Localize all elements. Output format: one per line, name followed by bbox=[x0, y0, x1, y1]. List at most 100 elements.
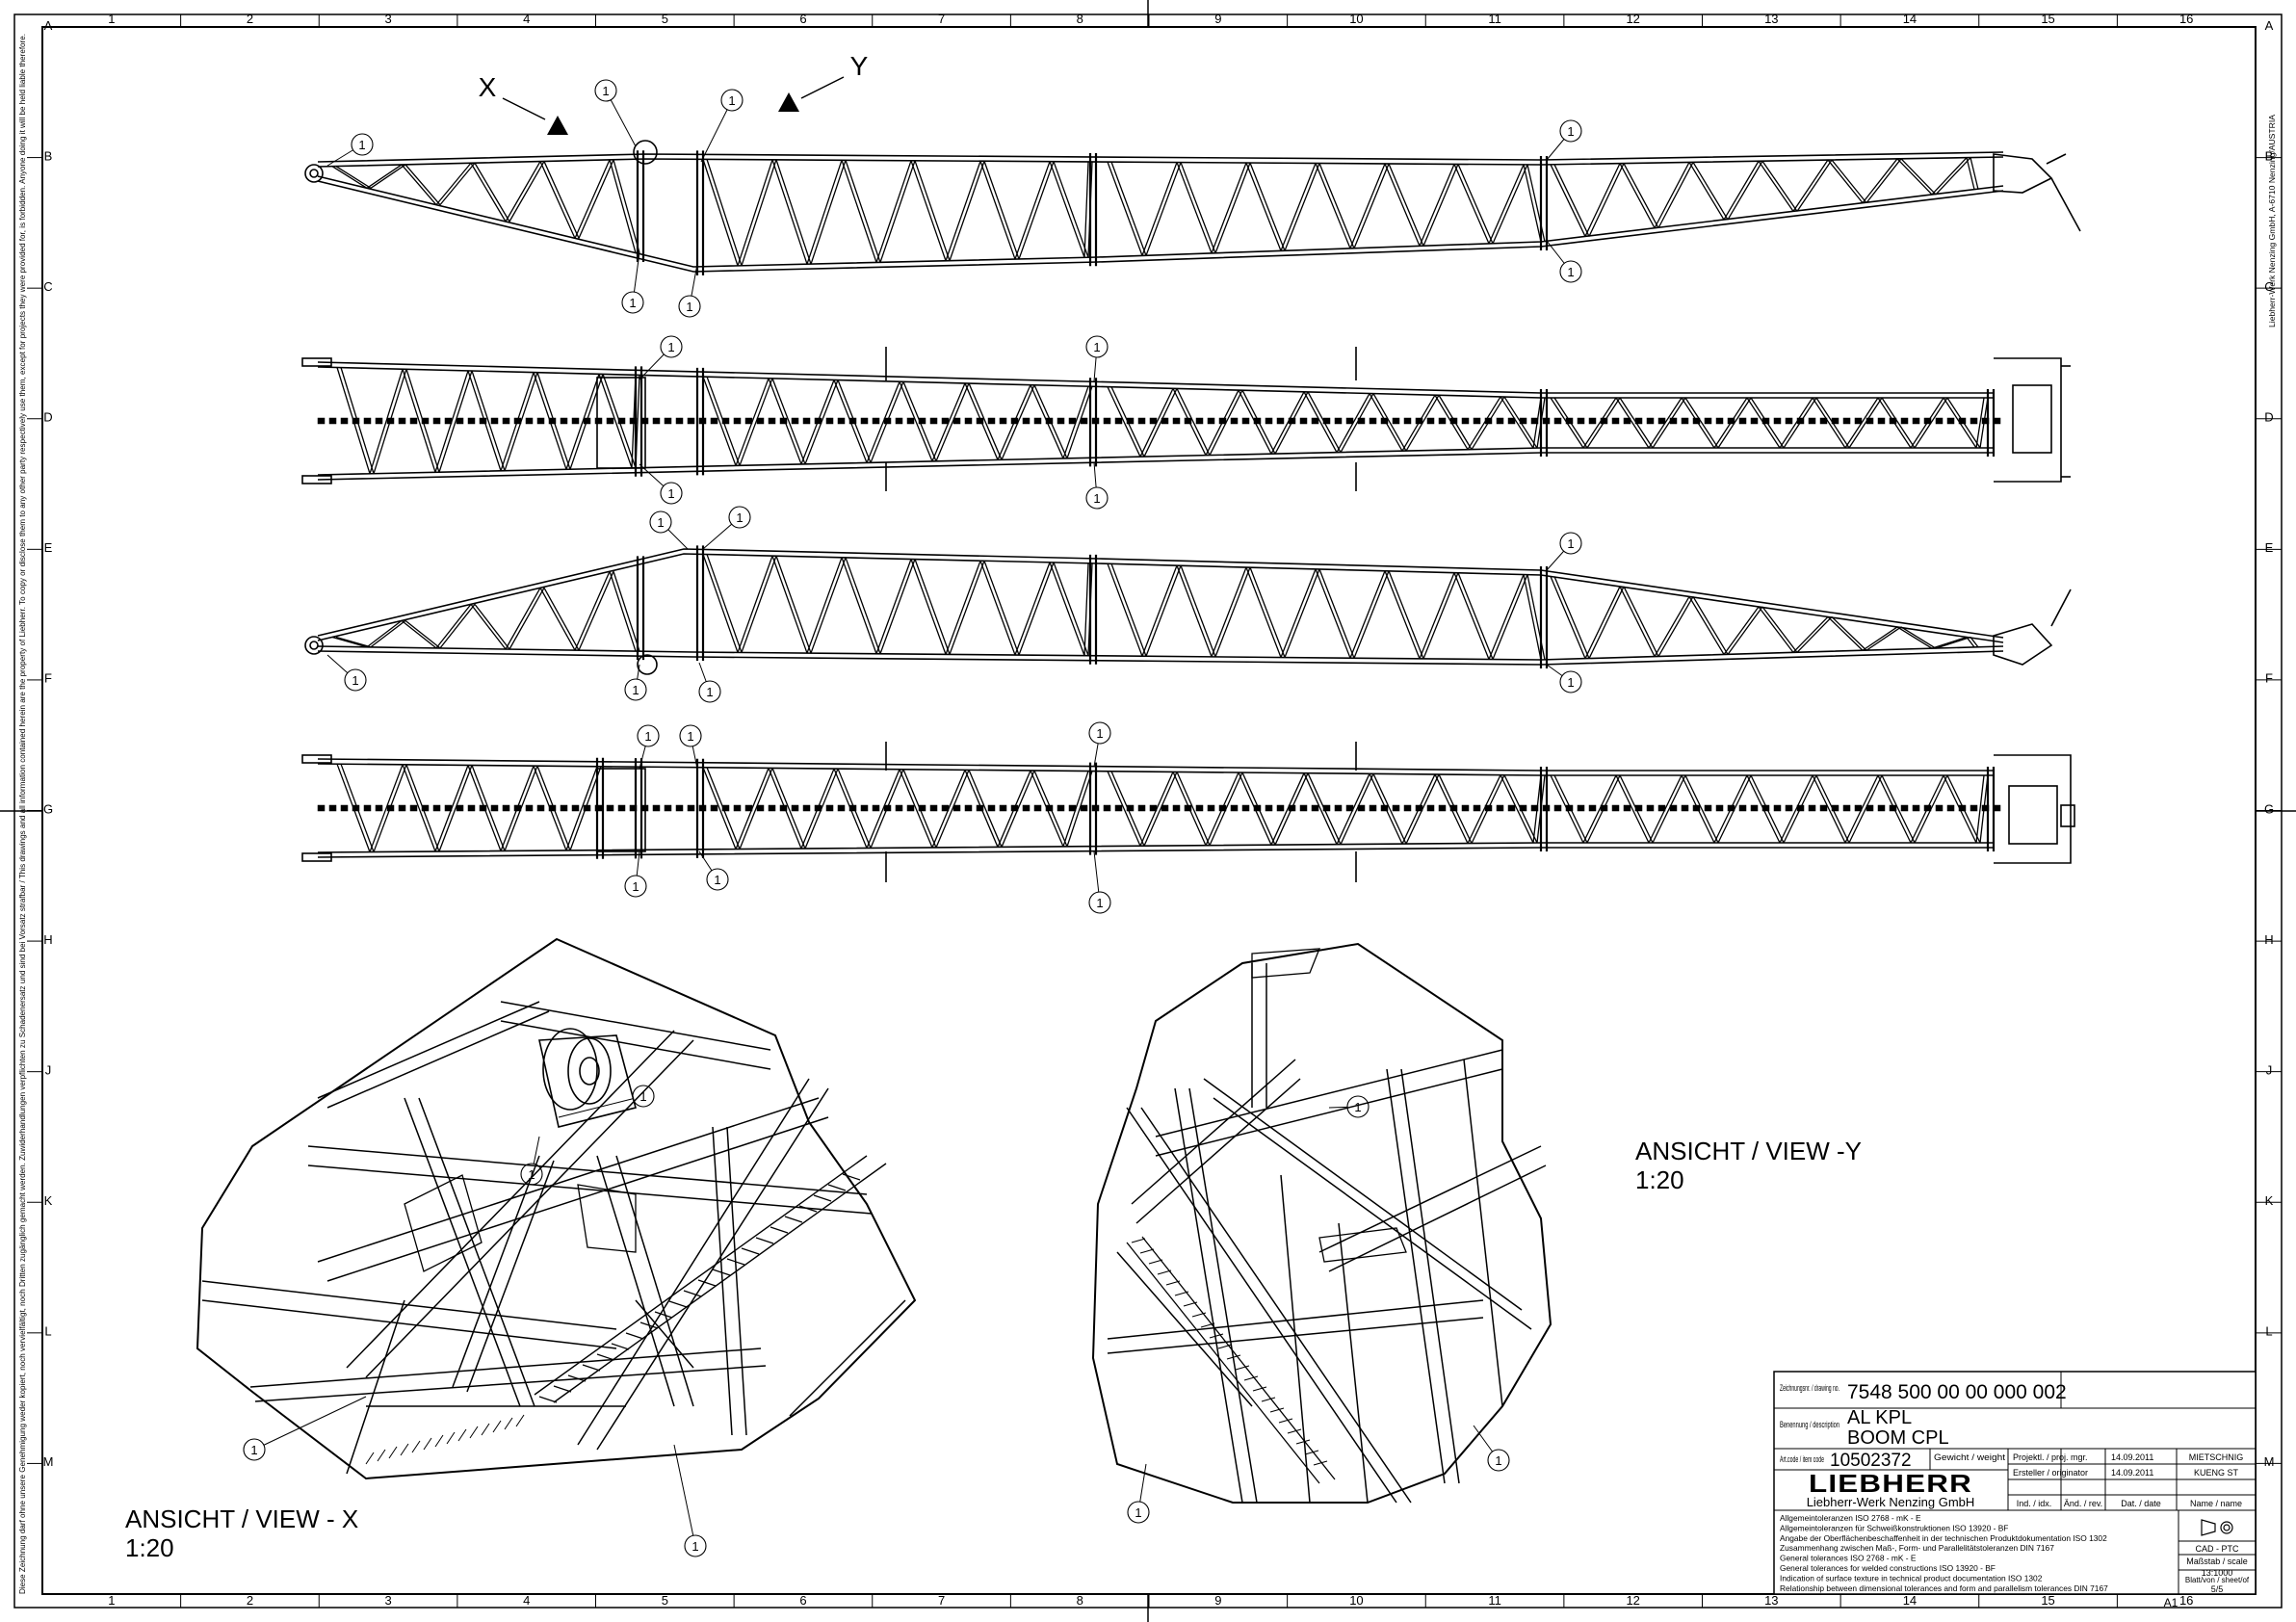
grid-col-label: 11 bbox=[1488, 1593, 1501, 1608]
grid-col-label: 1 bbox=[108, 12, 115, 26]
boom-side-view-bottom bbox=[304, 545, 2072, 675]
tolerance-line: Relationship between dimensional toleran… bbox=[1780, 1583, 2108, 1593]
grid-row-label: A bbox=[2265, 18, 2274, 33]
grid-col-label: 8 bbox=[1077, 12, 1083, 26]
callout-number: 1 bbox=[632, 879, 639, 894]
callout-number: 1 bbox=[358, 138, 365, 152]
sheet-value: 5/5 bbox=[2211, 1584, 2224, 1594]
grid-col-label: 1 bbox=[108, 1593, 115, 1608]
description-line1: AL KPL bbox=[1847, 1407, 1912, 1428]
boom-plan-view-top bbox=[301, 347, 2071, 491]
proj-mgr-name: MIETSCHNIG bbox=[2189, 1452, 2244, 1462]
grid-row-label: M bbox=[43, 1454, 54, 1469]
weight-label: Gewicht / weight bbox=[1934, 1452, 2006, 1462]
grid-col-label: 13 bbox=[1764, 12, 1778, 26]
grid-col-label: 12 bbox=[1626, 12, 1639, 26]
view-arrow-y-icon bbox=[778, 92, 799, 112]
grid-col-label: 9 bbox=[1214, 1593, 1221, 1608]
tolerance-line: General tolerances ISO 2768 - mK - E bbox=[1780, 1554, 1917, 1563]
grid-row-label: K bbox=[44, 1193, 53, 1208]
grid-col-label: 3 bbox=[384, 1593, 391, 1608]
tolerance-line: General tolerances for welded constructi… bbox=[1780, 1563, 1996, 1573]
grid-row-label: E bbox=[2265, 540, 2274, 555]
grid-row-label: L bbox=[2265, 1324, 2272, 1339]
grid-col-label: 9 bbox=[1214, 12, 1221, 26]
callout-number: 1 bbox=[639, 1089, 646, 1104]
callout-number: 1 bbox=[1093, 491, 1100, 506]
callout-number: 1 bbox=[1567, 124, 1574, 139]
grid-row-label: B bbox=[2265, 148, 2274, 163]
grid-col-label: 12 bbox=[1626, 1593, 1639, 1608]
item-code-label: Art.code / item code bbox=[1780, 1454, 1824, 1464]
grid-col-label: 7 bbox=[938, 1593, 945, 1608]
view-x-scale: 1:20 bbox=[125, 1533, 174, 1562]
grid-col-label: 6 bbox=[799, 12, 806, 26]
callout-number: 1 bbox=[1495, 1453, 1501, 1468]
grid-col-label: 2 bbox=[247, 1593, 253, 1608]
callout-number: 1 bbox=[1354, 1100, 1361, 1114]
grid-row-label: J bbox=[45, 1062, 52, 1077]
detail-view-x bbox=[196, 937, 917, 1480]
grid-row-label: F bbox=[2265, 671, 2273, 686]
grid-col-label: 6 bbox=[799, 1593, 806, 1608]
grid-row-label: K bbox=[2265, 1193, 2274, 1208]
col-index: Ind. / idx. bbox=[2017, 1499, 2052, 1508]
grid-row-label: F bbox=[44, 671, 52, 686]
drawing-no: 7548 500 00 00 000 002 bbox=[1847, 1381, 2067, 1403]
item-code: 10502372 bbox=[1830, 1451, 1912, 1471]
col-date: Dat. / date bbox=[2121, 1499, 2161, 1508]
boom-plan-view-bottom bbox=[301, 742, 2075, 882]
callout-number: 1 bbox=[352, 673, 358, 688]
grid-col-label: 5 bbox=[662, 12, 668, 26]
callout-number: 1 bbox=[687, 729, 693, 744]
tolerance-line: Angabe der Oberflächenbeschaffenheit in … bbox=[1780, 1533, 2107, 1543]
callout-number: 1 bbox=[667, 340, 674, 354]
detail-view-y bbox=[1091, 942, 1552, 1504]
description-line2: BOOM CPL bbox=[1847, 1427, 1949, 1449]
callout-number: 1 bbox=[1135, 1505, 1141, 1520]
grid-col-label: 15 bbox=[2041, 1593, 2054, 1608]
grid-row-label: H bbox=[43, 932, 52, 947]
grid-row-label: H bbox=[2264, 932, 2273, 947]
grid-col-label: 2 bbox=[247, 12, 253, 26]
originator-name: KUENG ST bbox=[2194, 1468, 2239, 1478]
callout-number: 1 bbox=[1093, 340, 1100, 354]
callout-number: 1 bbox=[250, 1443, 257, 1457]
callout-number: 1 bbox=[691, 1539, 698, 1554]
grid-row-label: B bbox=[44, 148, 53, 163]
originator-date: 14.09.2011 bbox=[2111, 1468, 2153, 1478]
callout-number: 1 bbox=[629, 296, 636, 310]
grid-row-label: D bbox=[2264, 410, 2273, 425]
callout-number: 1 bbox=[644, 729, 651, 744]
grid-row-label: A bbox=[44, 18, 53, 33]
projection-symbol-icon bbox=[2201, 1519, 2233, 1536]
title-block: Zeichnungsnr. / drawing no. 7548 500 00 … bbox=[1773, 1371, 2257, 1609]
callout-number: 1 bbox=[657, 515, 664, 530]
grid-col-label: 16 bbox=[2179, 12, 2193, 26]
view-arrow-x-icon bbox=[547, 116, 568, 135]
grid-col-label: 14 bbox=[1903, 1593, 1917, 1608]
margin-note-left: Diese Zeichnung darf ohne unsere Genehmi… bbox=[17, 34, 27, 1594]
grid-row-label: G bbox=[43, 801, 53, 816]
tolerance-line: Allgemeintoleranzen ISO 2768 - mK - E bbox=[1780, 1513, 1921, 1523]
grid-col-label: 10 bbox=[1349, 12, 1363, 26]
callout-number: 1 bbox=[1096, 896, 1103, 910]
view-marker-x: X bbox=[479, 72, 568, 135]
callout-number: 1 bbox=[1096, 726, 1103, 741]
sheet-label: Blatt/von / sheet/of bbox=[2185, 1576, 2250, 1584]
grid-col-label: 8 bbox=[1077, 1593, 1083, 1608]
view-y-scale: 1:20 bbox=[1635, 1165, 1684, 1194]
grid-col-label: 4 bbox=[523, 1593, 530, 1608]
col-name: Name / name bbox=[2190, 1499, 2242, 1508]
tolerance-notes: Allgemeintoleranzen ISO 2768 - mK - EAll… bbox=[1780, 1513, 2108, 1593]
grid-row-label: M bbox=[2264, 1454, 2275, 1469]
grid-row-label: E bbox=[44, 540, 53, 555]
callout-number: 1 bbox=[602, 84, 609, 98]
grid-row-label: C bbox=[43, 279, 52, 294]
liebherr-logo: LIEBHERR bbox=[1809, 1469, 1972, 1498]
grid-row-label: C bbox=[2264, 279, 2273, 294]
grid-col-label: 3 bbox=[384, 12, 391, 26]
